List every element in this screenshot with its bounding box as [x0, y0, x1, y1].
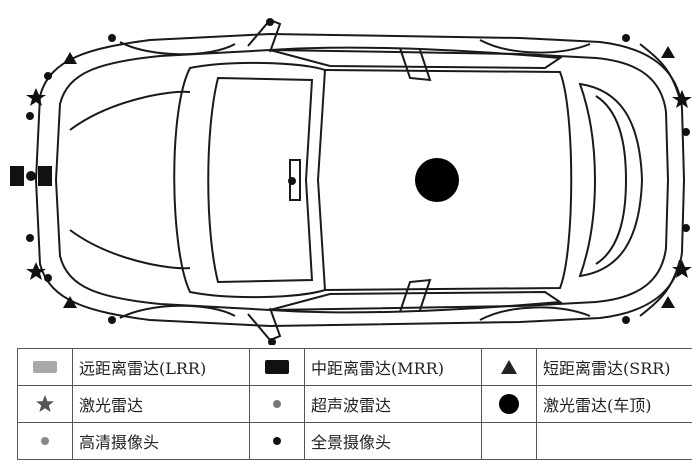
- mrr-rect-symbol-cell: [249, 348, 305, 386]
- hd-camera-dot-symbol-cell: [17, 422, 73, 460]
- legend-label: 全景摄像头: [304, 422, 482, 460]
- legend-label: 激光雷达: [72, 385, 250, 423]
- legend-label: 高清摄像头: [72, 422, 250, 460]
- roof-lidar-circle-symbol-cell: [481, 385, 537, 423]
- roof-lidar-marker: [415, 158, 459, 202]
- legend-row: 远距离雷达(LRR) 中距离雷达(MRR) 短距离雷达(SRR): [17, 348, 692, 386]
- empty-symbol-cell: [481, 422, 537, 460]
- roof-lidar-circle-icon: [483, 393, 536, 415]
- front-camera-marker: [26, 171, 36, 181]
- sensor-legend: 远距离雷达(LRR)中距离雷达(MRR)短距离雷达(SRR)激光雷达超声波雷达激…: [17, 348, 692, 460]
- lidar-star-markers: [26, 88, 692, 280]
- lrr-rect-icon: [19, 361, 72, 373]
- srr-markers: [63, 46, 675, 308]
- perimeter-sensor-dots: [26, 18, 690, 345]
- ultrasonic-dot-icon: [251, 398, 304, 410]
- legend-label: [536, 422, 692, 460]
- front-mrr-marker: [10, 166, 24, 186]
- lidar-star-symbol-cell: [17, 385, 73, 423]
- legend-label: 中距离雷达(MRR): [304, 348, 482, 386]
- srr-triangle-icon: [483, 359, 536, 375]
- legend-row: 高清摄像头 全景摄像头: [17, 422, 692, 460]
- ultrasonic-dot-symbol-cell: [249, 385, 305, 423]
- legend-label: 远距离雷达(LRR): [72, 348, 250, 386]
- legend-row: 激光雷达 超声波雷达 激光雷达(车顶): [17, 385, 692, 423]
- mrr-rect-icon: [251, 360, 304, 374]
- lidar-star-icon: [19, 394, 72, 414]
- lrr-rect-symbol-cell: [17, 348, 73, 386]
- car-outline: [34, 18, 686, 342]
- legend-label: 超声波雷达: [304, 385, 482, 423]
- surround-camera-dot-symbol-cell: [249, 422, 305, 460]
- front-mrr-marker-2: [38, 166, 52, 186]
- car-sensor-diagram: [10, 18, 692, 345]
- legend-label: 激光雷达(车顶): [536, 385, 692, 423]
- legend-label: 短距离雷达(SRR): [536, 348, 692, 386]
- hd-camera-dot-icon: [19, 435, 72, 447]
- srr-triangle-symbol-cell: [481, 348, 537, 386]
- surround-camera-dot-icon: [251, 435, 304, 447]
